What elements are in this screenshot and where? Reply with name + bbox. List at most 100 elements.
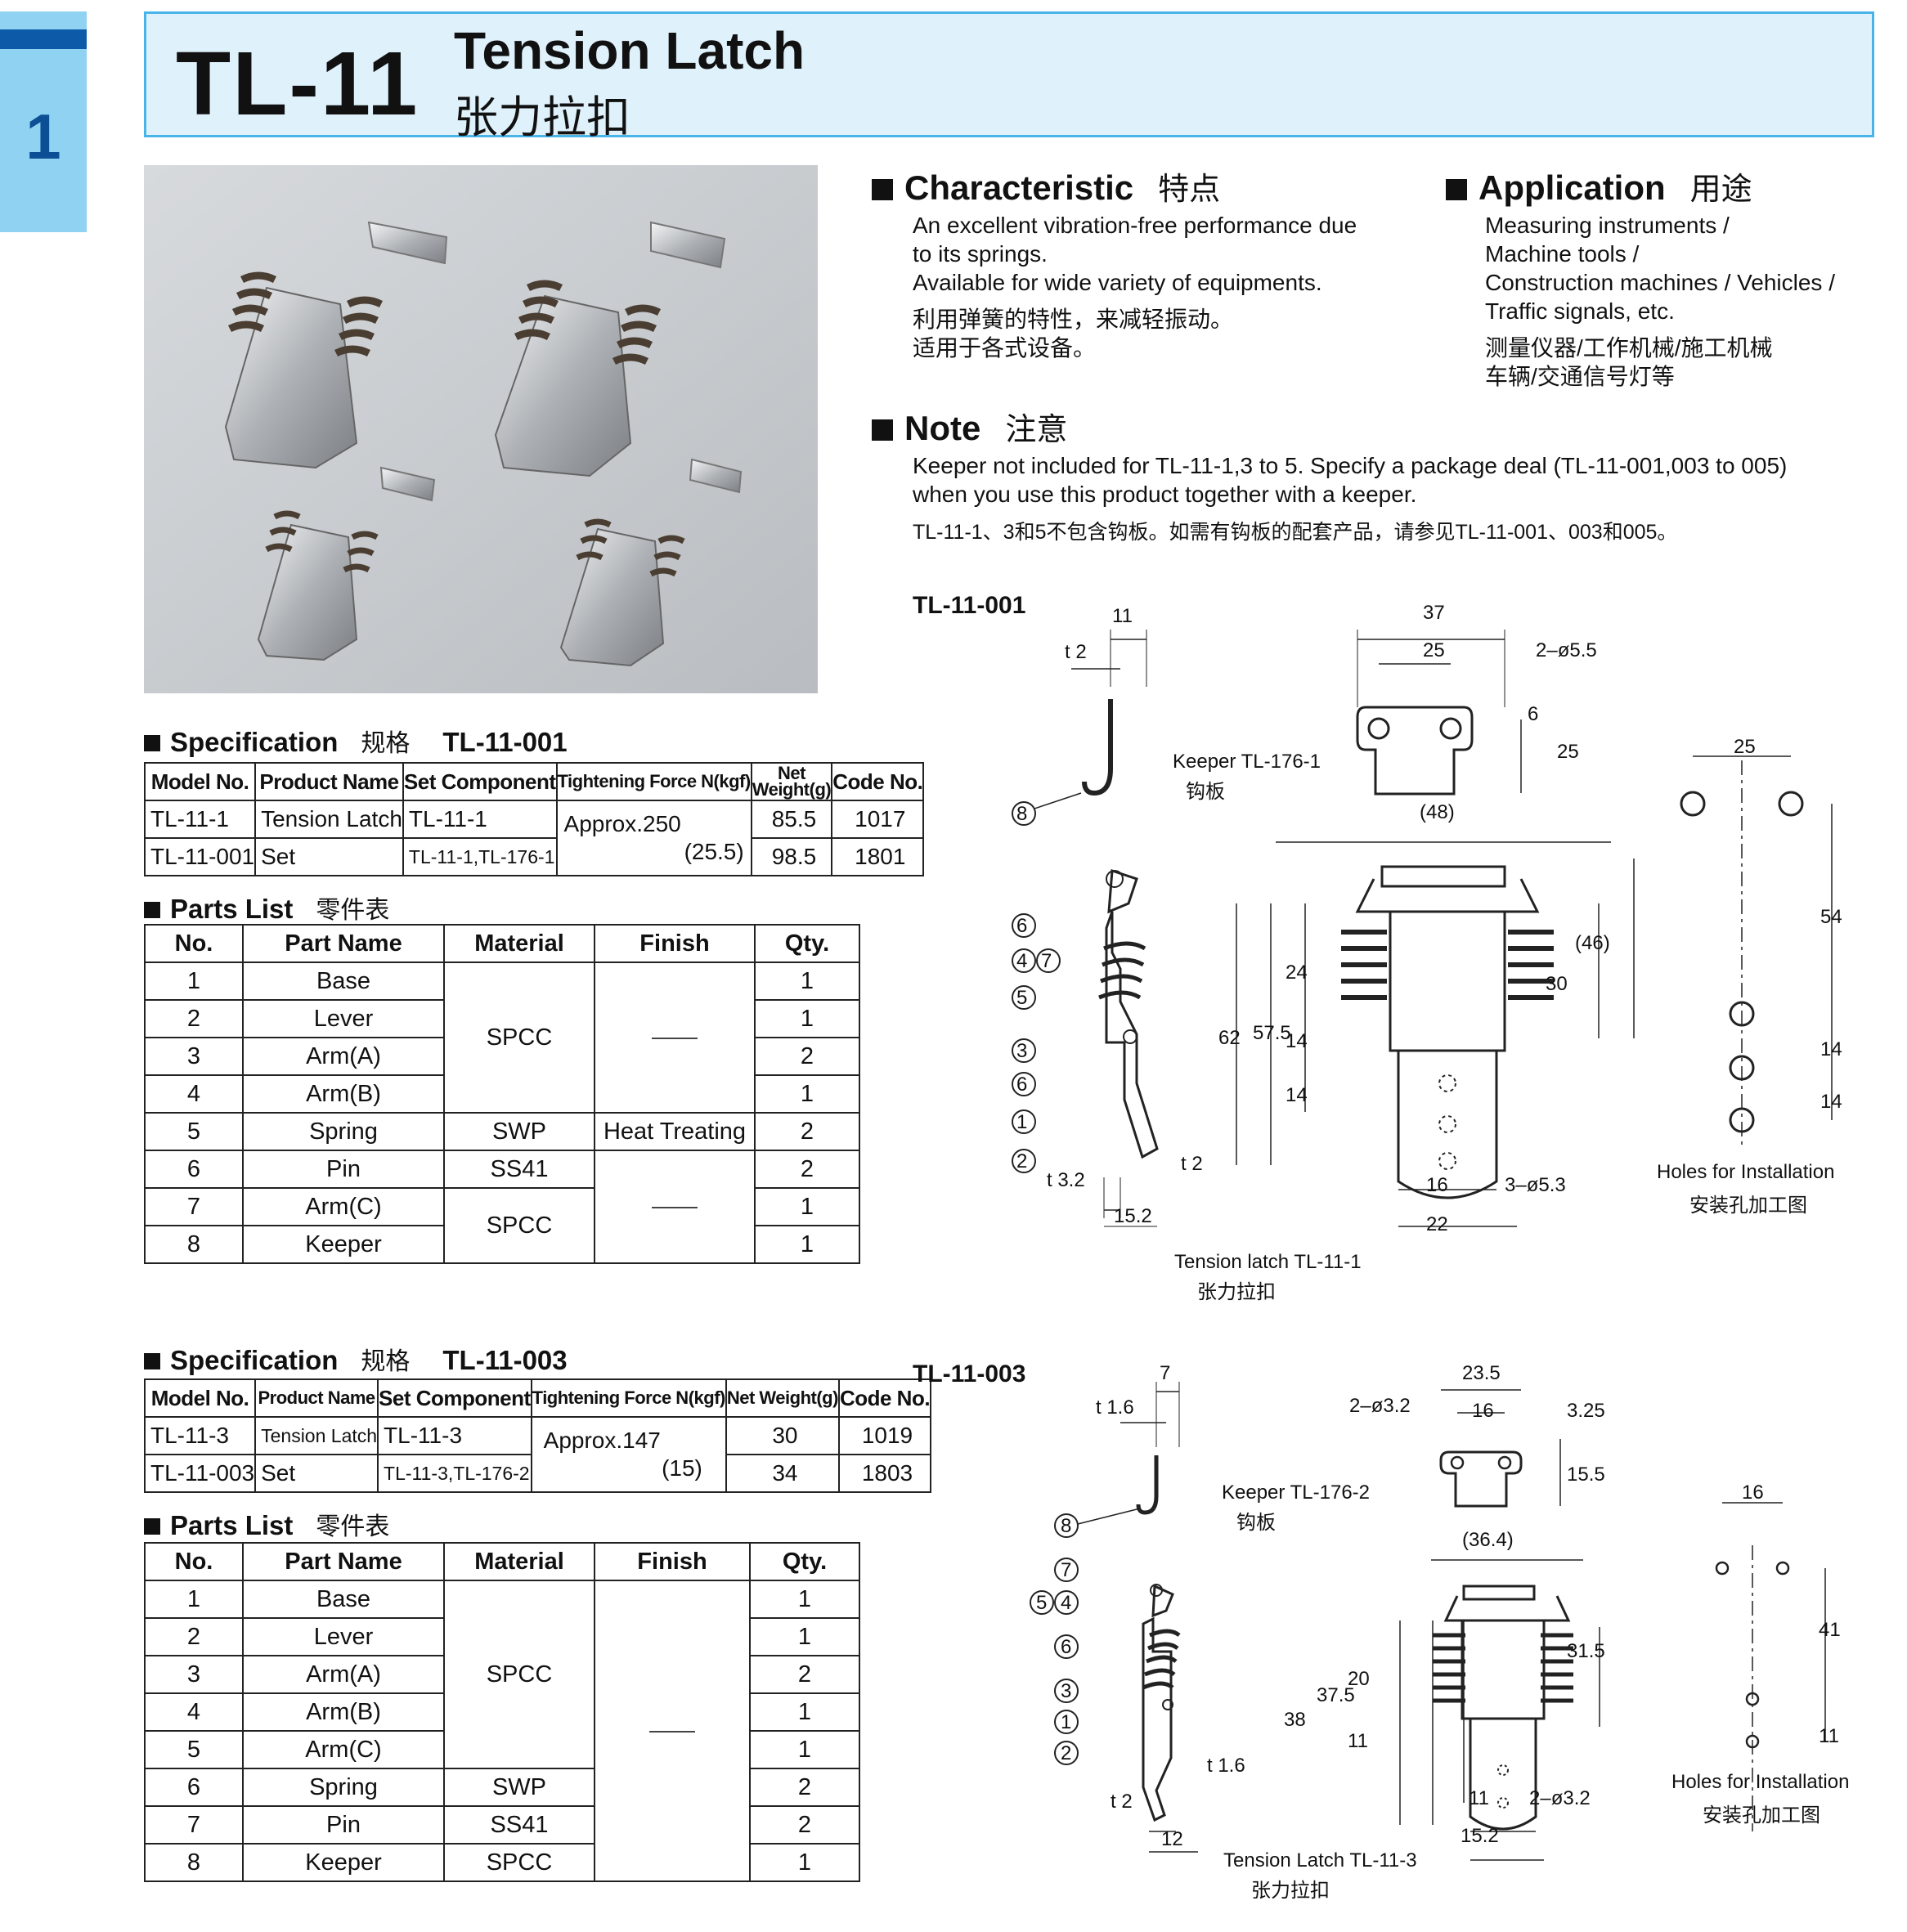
holes-label-zh: 安装孔加工图 xyxy=(1689,1195,1807,1217)
balloon-3 xyxy=(1012,1038,1036,1063)
dim-label: 24 xyxy=(1286,962,1308,984)
dim-label: 41 xyxy=(1819,1619,1841,1641)
dim-label: t 2 xyxy=(1065,641,1087,663)
note-title: Note xyxy=(904,409,981,447)
balloon-7 xyxy=(1036,948,1061,973)
latch-front-view xyxy=(1443,1585,1571,1831)
parts2-table: No. Part Name Material Finish Qty. 1 Bas… xyxy=(144,1542,860,1882)
heading-square-icon xyxy=(872,179,893,200)
title-en: Tension Latch xyxy=(454,21,805,80)
cell-qty: 1 xyxy=(749,1580,860,1619)
application-title: Application xyxy=(1478,168,1666,207)
latch-label-zh: 张力拉扣 xyxy=(1197,1281,1276,1303)
chapter-tab-bar xyxy=(0,29,87,49)
cell-set: TL-11-3,TL-176-2 xyxy=(377,1454,532,1493)
dim-label: t 2 xyxy=(1111,1791,1133,1813)
dim-label: 25 xyxy=(1557,741,1579,763)
note-line-zh: TL-11-1、3和5不包含钩板。如需有钩板的配套产品，请参见TL-11-001… xyxy=(913,521,1678,544)
spec2-code: TL-11-003 xyxy=(442,1345,568,1375)
table-row: TL-11-001 Set TL-11-1,TL-176-1 98.5 1801 xyxy=(143,837,925,876)
keeper-label: Keeper TL-176-1 xyxy=(1173,751,1321,773)
dim-label: 16 xyxy=(1742,1481,1764,1504)
balloon-number: 6 xyxy=(1016,1074,1028,1096)
force-value: Approx.147 xyxy=(543,1428,661,1453)
cell-product: Tension Latch xyxy=(254,1416,379,1455)
dash-mark xyxy=(649,1730,695,1733)
latch-photo-small-2 xyxy=(559,458,743,667)
cell-part-name: Base xyxy=(242,1580,445,1619)
col-qty: Qty. xyxy=(754,924,860,963)
note-line: when you use this product together with … xyxy=(913,482,1417,507)
balloon-number: 5 xyxy=(1036,1592,1048,1614)
balloon-4 xyxy=(1054,1590,1079,1615)
keeper-top-view xyxy=(1439,1450,1523,1508)
dim-label: (48) xyxy=(1420,801,1455,823)
cell-qty: 2 xyxy=(754,1150,860,1189)
col-product: Product Name xyxy=(254,1378,379,1418)
cell-qty: 1 xyxy=(749,1692,860,1732)
cell-qty: 1 xyxy=(754,962,860,1001)
cell-qty: 2 xyxy=(749,1805,860,1845)
dim-label: 6 xyxy=(1528,703,1539,725)
table-row: 8 Keeper 1 xyxy=(144,1225,860,1264)
latch-label: Tension Latch TL-11-3 xyxy=(1223,1849,1417,1871)
cell-qty: 1 xyxy=(754,1225,860,1264)
spec1-table: Model No. Product Name Set Component Tig… xyxy=(143,762,925,876)
balloon-number: 8 xyxy=(1016,803,1028,825)
cell-material: SPCC xyxy=(443,1580,595,1769)
cell-no: 3 xyxy=(144,1037,244,1076)
drawing2-svg xyxy=(1030,1382,1826,1861)
cell-set: TL-11-1,TL-176-1 xyxy=(402,837,558,876)
characteristic-line: An excellent vibration-free performance … xyxy=(913,213,1357,238)
latch-front-view xyxy=(1355,865,1540,1199)
col-finish: Finish xyxy=(594,924,756,963)
cell-part-name: Lever xyxy=(242,999,445,1038)
spec1-title: Specification xyxy=(170,727,339,757)
dim-label: t 1.6 xyxy=(1207,1755,1245,1777)
cell-material: SS41 xyxy=(443,1805,595,1845)
keeper-label-zh: 钩板 xyxy=(1186,781,1225,803)
install-holes-1 xyxy=(1680,755,1833,1145)
table-row: 4 Arm(B) 1 xyxy=(144,1074,860,1114)
application-line: Machine tools / xyxy=(1485,241,1640,267)
latch-side-spring xyxy=(1098,941,1146,1000)
balloon-number: 4 xyxy=(1061,1592,1072,1614)
product-photo xyxy=(144,165,818,693)
dim-label: (36.4) xyxy=(1462,1529,1514,1551)
cell-part-name: Arm(C) xyxy=(242,1730,445,1769)
cell-part-name: Base xyxy=(242,962,445,1001)
chapter-number: 1 xyxy=(25,101,61,173)
dash-mark xyxy=(652,1037,698,1039)
table-row: 6 Spring SWP 2 xyxy=(144,1768,860,1807)
cell-no: 4 xyxy=(144,1692,244,1732)
cell-finish xyxy=(594,962,756,1114)
cell-code: 1803 xyxy=(837,1454,932,1493)
cell-qty: 1 xyxy=(754,1074,860,1114)
application-line-zh: 测量仪器/工作机械/施工机械 xyxy=(1485,335,1773,361)
cell-weight: 98.5 xyxy=(750,837,833,876)
balloons-1 xyxy=(1012,801,1061,1173)
cell-part-name: Lever xyxy=(242,1617,445,1656)
cell-set: TL-11-1 xyxy=(402,800,558,839)
balloon-8 xyxy=(1012,801,1036,826)
cell-no: 6 xyxy=(144,1768,244,1807)
dim-label: 62 xyxy=(1218,1027,1241,1049)
spec2-table: Model No. Product Name Set Component Tig… xyxy=(143,1378,932,1493)
dim-label: 11 xyxy=(1819,1725,1839,1747)
balloon-number: 2 xyxy=(1061,1742,1072,1764)
dim-label: 37.5 xyxy=(1317,1684,1355,1706)
cell-no: 4 xyxy=(144,1074,244,1114)
balloon-number: 6 xyxy=(1016,915,1028,937)
cell-qty: 2 xyxy=(754,1037,860,1076)
dim-label: 3.25 xyxy=(1567,1400,1605,1422)
dim-label: 25 xyxy=(1423,639,1445,661)
install-holes-2 xyxy=(1715,1502,1826,1831)
dim-label: 54 xyxy=(1820,906,1842,928)
dim-label: 57.5 xyxy=(1253,1022,1291,1044)
latch-side-view xyxy=(1105,868,1159,1159)
dim-label: 14 xyxy=(1286,1084,1308,1106)
cell-no: 8 xyxy=(144,1843,244,1882)
balloon-number: 3 xyxy=(1061,1680,1072,1702)
cell-part-name: Pin xyxy=(242,1150,445,1189)
